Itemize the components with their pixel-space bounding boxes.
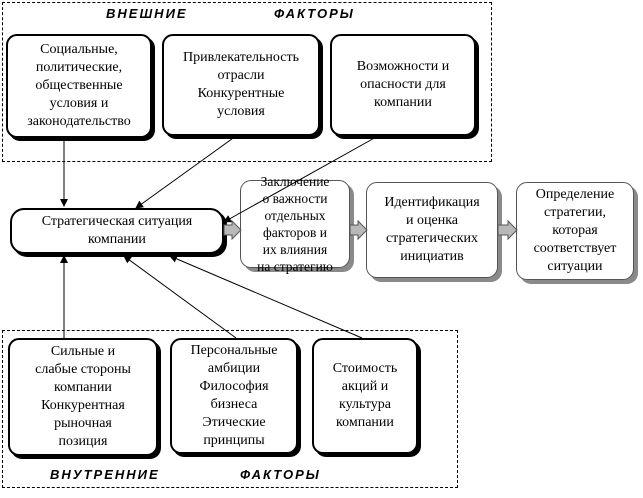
external-factors-group [2,2,492,162]
arrow-conclusion-to-identification [349,219,368,241]
internal-factors-group [2,330,458,488]
internal-box-ambitions: Персональные амбиции Философия бизнеса Э… [170,338,298,454]
arrow-stock-to-center [169,255,363,339]
external-box-social: Социальные, политические, общественные у… [6,34,152,138]
external-box-industry: Привлекательность отрасли Конкурентные у… [162,34,320,136]
arrow-ambitions-to-center [123,255,237,339]
external-box-opportunities: Возможности и опасности для компании [330,34,476,136]
internal-title-left: ВНУТРЕННИЕ [48,467,162,482]
flow-box-strategy: Определение стратегии, которая соответст… [516,182,634,280]
external-title-left: ВНЕШНИЕ [104,6,190,21]
external-title-right: ФАКТОРЫ [272,6,357,21]
arrow-industry-to-center [135,135,237,209]
arrow-opportunities-to-center [223,135,379,223]
flow-box-conclusion: Заключение о важности отдельных факторов… [240,174,350,274]
internal-box-strengths: Сильные и слабые стороны компании Конкур… [8,338,158,456]
arrow-center-to-conclusion [223,219,242,241]
internal-title-right: ФАКТОРЫ [238,467,323,482]
arrow-identification-to-strategy [497,219,518,241]
strategic-situation-box: Стратегическая ситуация компании [10,208,224,254]
internal-box-stock: Стоимость акций и культура компании [312,338,418,454]
